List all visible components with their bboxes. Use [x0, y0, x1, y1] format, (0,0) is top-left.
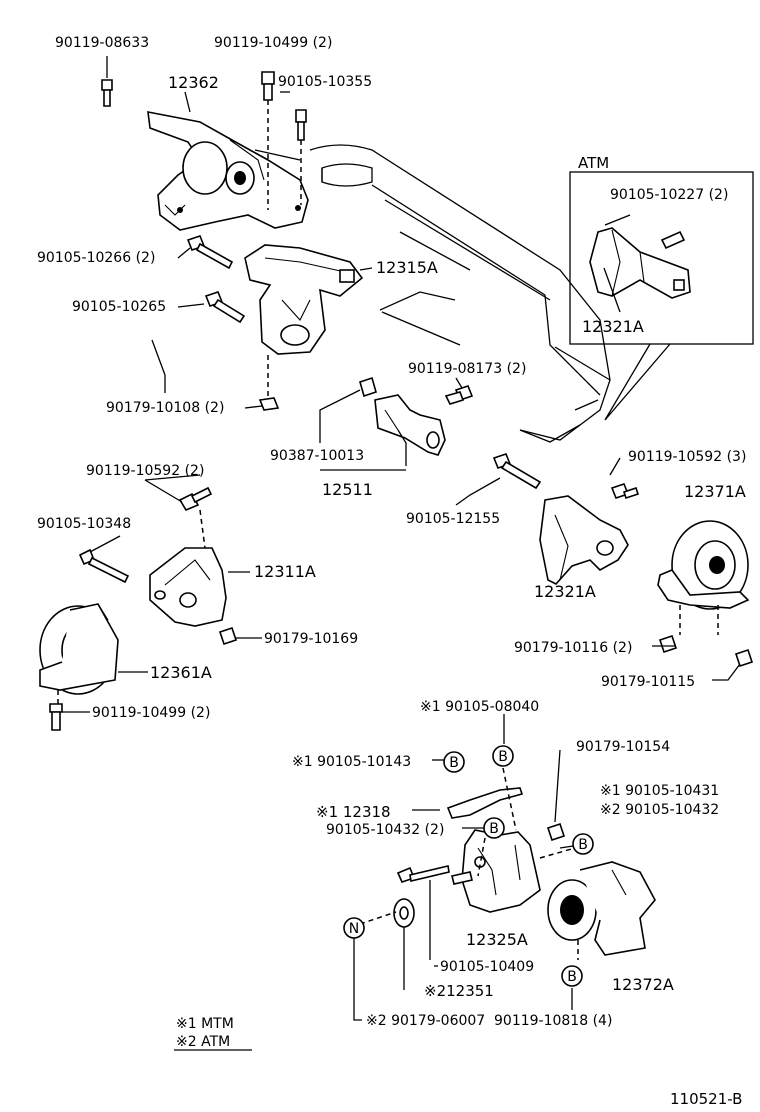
- label-12325A: 12325A: [466, 930, 528, 949]
- label-12371A: 12371A: [684, 482, 746, 501]
- label-12372A: 12372A: [612, 975, 674, 994]
- engine-mount-12371A: [657, 520, 750, 635]
- label-12318: ※1 12318: [316, 803, 391, 821]
- label-90119-08173: 90119-08173 (2): [408, 361, 526, 377]
- atm-leader: [603, 267, 621, 313]
- label-90119-10499-bottom: 90119-10499 (2): [92, 705, 210, 721]
- bolt-90105-10265: [204, 291, 246, 324]
- svg-text:B: B: [489, 821, 499, 837]
- label-90105-08040: ※1 90105-08040: [420, 699, 539, 715]
- bolt-90119-10592-left: [178, 486, 213, 549]
- engine-block-outline: [254, 144, 611, 443]
- label-90179-10115: 90179-10115: [601, 674, 695, 690]
- callout-n-1: N: [343, 917, 365, 939]
- stay-12318: [446, 767, 524, 831]
- label-90179-10169: 90179-10169: [264, 631, 358, 647]
- label-90179-10154: 90179-10154: [576, 739, 670, 755]
- label-90105-10265: 90105-10265: [72, 299, 166, 315]
- label-12311A: 12311A: [254, 562, 316, 581]
- bolt-90119-08633: [101, 56, 113, 107]
- bolt-90119-10499-top: [261, 71, 275, 210]
- label-90119-10592-2: 90119-10592 (2): [86, 463, 204, 479]
- label-90105-10266: 90105-10266 (2): [37, 250, 155, 266]
- bolt-90105-10348: [78, 548, 130, 584]
- label-90105-10432-2: 90105-10432 (2): [326, 822, 444, 838]
- label-90105-10431: ※1 90105-10431: [600, 783, 719, 799]
- svg-text:N: N: [349, 921, 359, 937]
- svg-text:B: B: [449, 755, 459, 771]
- label-90105-10227: 90105-10227 (2): [610, 187, 728, 203]
- bolt-90105-10409: [396, 865, 450, 960]
- label-90105-12155: 90105-12155: [406, 511, 500, 527]
- label-12361A: 12361A: [150, 663, 212, 682]
- bracket-12325A: [461, 829, 541, 913]
- collar-212351: [393, 898, 415, 990]
- bracket-12311A: [149, 547, 227, 627]
- bolt-90105-10355: [295, 109, 307, 205]
- callout-b-3: B: [483, 817, 505, 839]
- leader-lines: [62, 91, 741, 1021]
- label-12511: 12511: [322, 480, 373, 499]
- label-90119-10592-3: 90119-10592 (3): [628, 449, 746, 465]
- label-12321A-atm: 12321A: [582, 317, 644, 336]
- bolt-90105-12155: [492, 453, 542, 490]
- callout-b-5: B: [561, 965, 583, 987]
- label-12315A: 12315A: [376, 258, 438, 277]
- bolt-90119-10592-right: [610, 483, 640, 500]
- engine-mount-12372A: [539, 847, 656, 960]
- legend-line-1: ※1 MTM: [176, 1016, 234, 1032]
- engine-mount-12362: [147, 111, 309, 231]
- label-12362: 12362: [168, 73, 219, 92]
- atm-inset: ATM: [569, 154, 754, 421]
- label-90387-10013: 90387-10013: [270, 448, 364, 464]
- nut-90179-10115: [734, 648, 754, 668]
- nut-90179-10116: [658, 634, 678, 654]
- label-90179-06007: ※2 90179-06007: [366, 1013, 485, 1029]
- collar-90387-10013: [359, 376, 377, 398]
- nut-90179-10154: [546, 749, 566, 842]
- label-90119-10818-visible: 90119-10818 (4): [494, 1013, 612, 1029]
- svg-text:B: B: [578, 837, 588, 853]
- bolt-90119-10499-bottom: [49, 703, 63, 731]
- label-90105-10432: ※2 90105-10432: [600, 802, 719, 818]
- label-212351: ※212351: [424, 982, 494, 1000]
- label-90119-08633: 90119-08633: [55, 35, 149, 51]
- legend-line-2: ※2 ATM: [176, 1034, 230, 1050]
- label-90105-10355: 90105-10355: [278, 74, 372, 90]
- bracket-12511: [374, 394, 446, 456]
- label-90179-10116: 90179-10116 (2): [514, 640, 632, 656]
- label-90105-10143: ※1 90105-10143: [292, 754, 411, 770]
- bolt-90119-08173: [444, 385, 474, 405]
- legend: ※1 MTM ※2 ATM: [174, 1016, 252, 1051]
- label-12321A: 12321A: [534, 582, 596, 601]
- callout-b-1: B: [492, 745, 514, 767]
- label-90179-10108: 90179-10108 (2): [106, 400, 224, 416]
- svg-text:B: B: [567, 969, 577, 985]
- figure-code: 110521-B: [670, 1090, 742, 1108]
- part-labels: 90119-08633 90119-10499 (2) 12362 90105-…: [37, 35, 746, 1029]
- engine-mount-12361A: [39, 603, 119, 704]
- label-90105-10409: 90105-10409: [440, 959, 534, 975]
- inset-title: ATM: [578, 154, 609, 172]
- bolt-90105-10266: [186, 235, 234, 270]
- bracket-12315A: [244, 244, 364, 355]
- label-90119-10499-top: 90119-10499 (2): [214, 35, 332, 51]
- label-90105-10348: 90105-10348: [37, 516, 131, 532]
- callout-b-2: B: [443, 751, 465, 773]
- nut-90179-10108: [258, 355, 280, 411]
- svg-text:B: B: [498, 749, 508, 765]
- bolts-90105-10432: [451, 837, 486, 885]
- callout-b-4: B: [572, 833, 594, 855]
- bracket-12321A: [539, 495, 629, 585]
- nut-90179-10169: [218, 626, 238, 646]
